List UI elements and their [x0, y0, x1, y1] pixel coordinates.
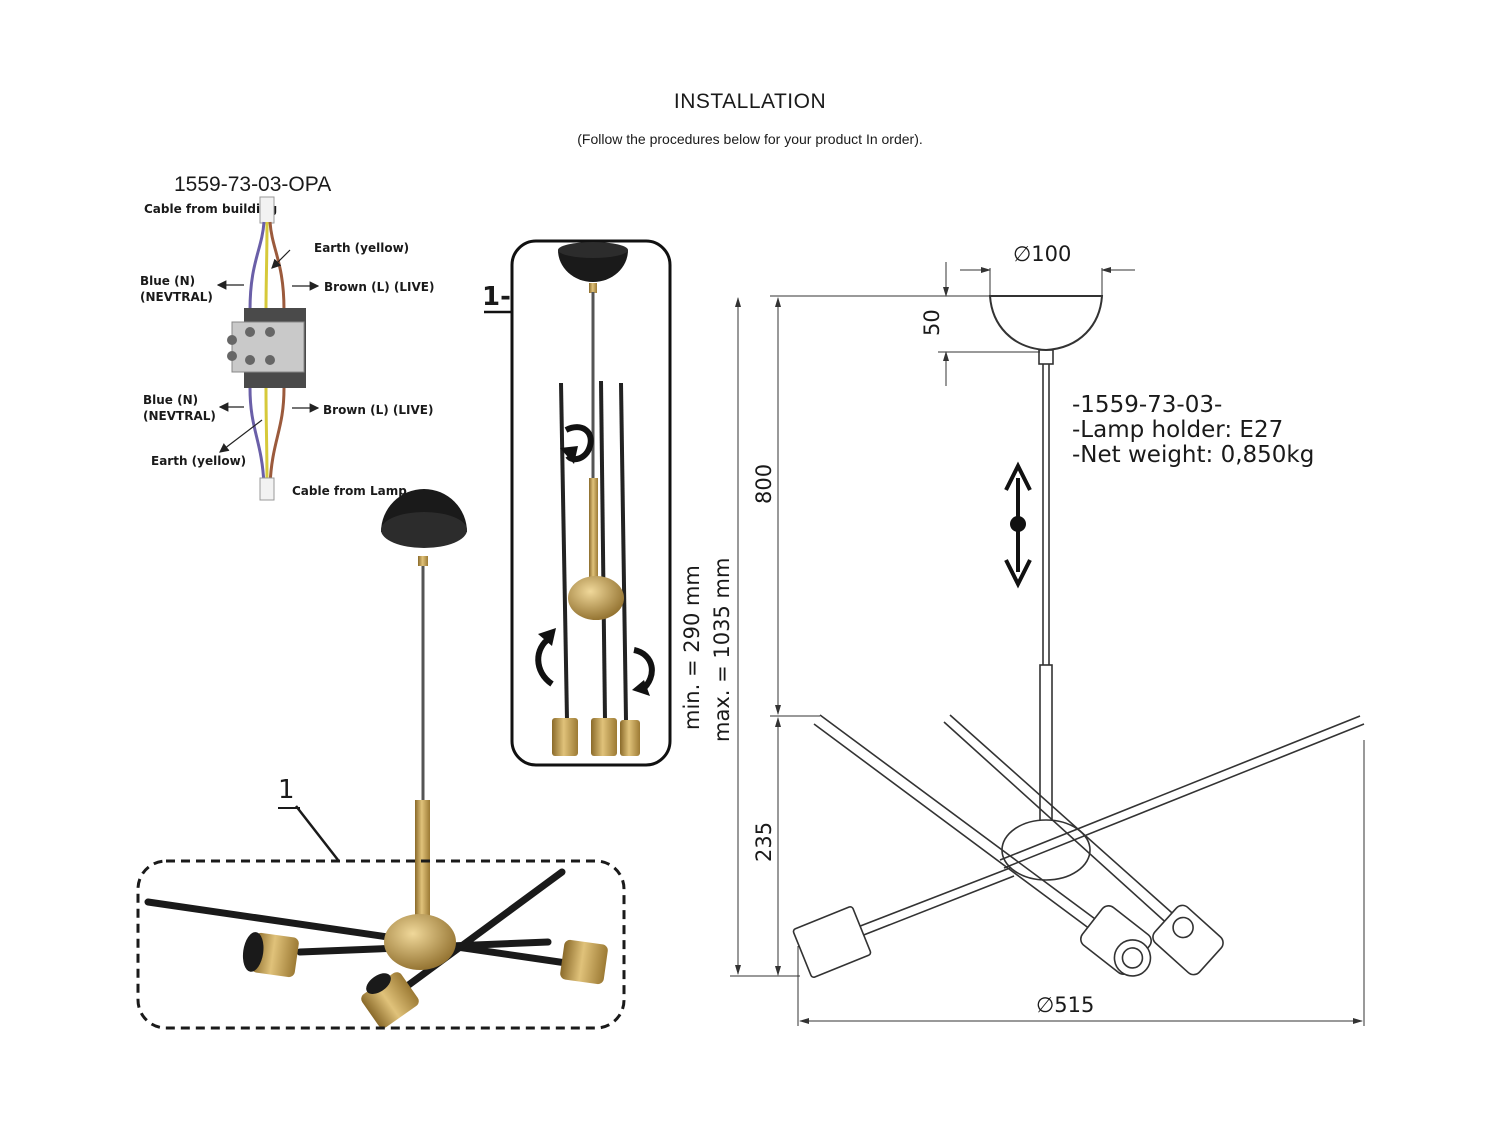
brown-bottom-label: Brown (L) (LIVE)	[323, 403, 434, 417]
spec-lamp-holder: -Lamp holder: E27	[1072, 417, 1284, 443]
detail-callout-label: 1-	[482, 282, 511, 312]
step-marker-label: 1	[278, 775, 295, 805]
blue-top-label: Blue (N)	[140, 274, 196, 288]
assembled-lamp-render	[136, 489, 626, 1030]
earth-bottom-label: Earth (yellow)	[151, 454, 247, 468]
cable-from-building-label: Cable from building	[144, 202, 278, 216]
page-subtitle: (Follow the procedures below for your pr…	[577, 131, 923, 147]
earth-top-label: Earth (yellow)	[314, 241, 410, 255]
assembly-detail-box	[484, 239, 672, 767]
brown-top-label: Brown (L) (LIVE)	[324, 280, 435, 294]
wiring-model-number: 1559-73-03-OPA	[174, 173, 332, 196]
cable-from-lamp-label: Cable from Lamp	[292, 484, 407, 498]
blue-bottom-label: Blue (N)	[143, 393, 199, 407]
spec-net-weight: -Net weight: 0,850kg	[1072, 442, 1315, 468]
overall-diameter-dim: ∅515	[1036, 993, 1095, 1017]
technical-drawing	[730, 262, 1365, 1026]
wiring-diagram	[216, 196, 320, 501]
neutral-top-label: (NEVTRAL)	[140, 290, 213, 304]
neutral-bottom-label: (NEVTRAL)	[143, 409, 216, 423]
page-title: INSTALLATION	[673, 90, 827, 113]
canopy-diameter-dim: ∅100	[1013, 242, 1072, 266]
spec-model: -1559-73-03-	[1072, 392, 1223, 418]
